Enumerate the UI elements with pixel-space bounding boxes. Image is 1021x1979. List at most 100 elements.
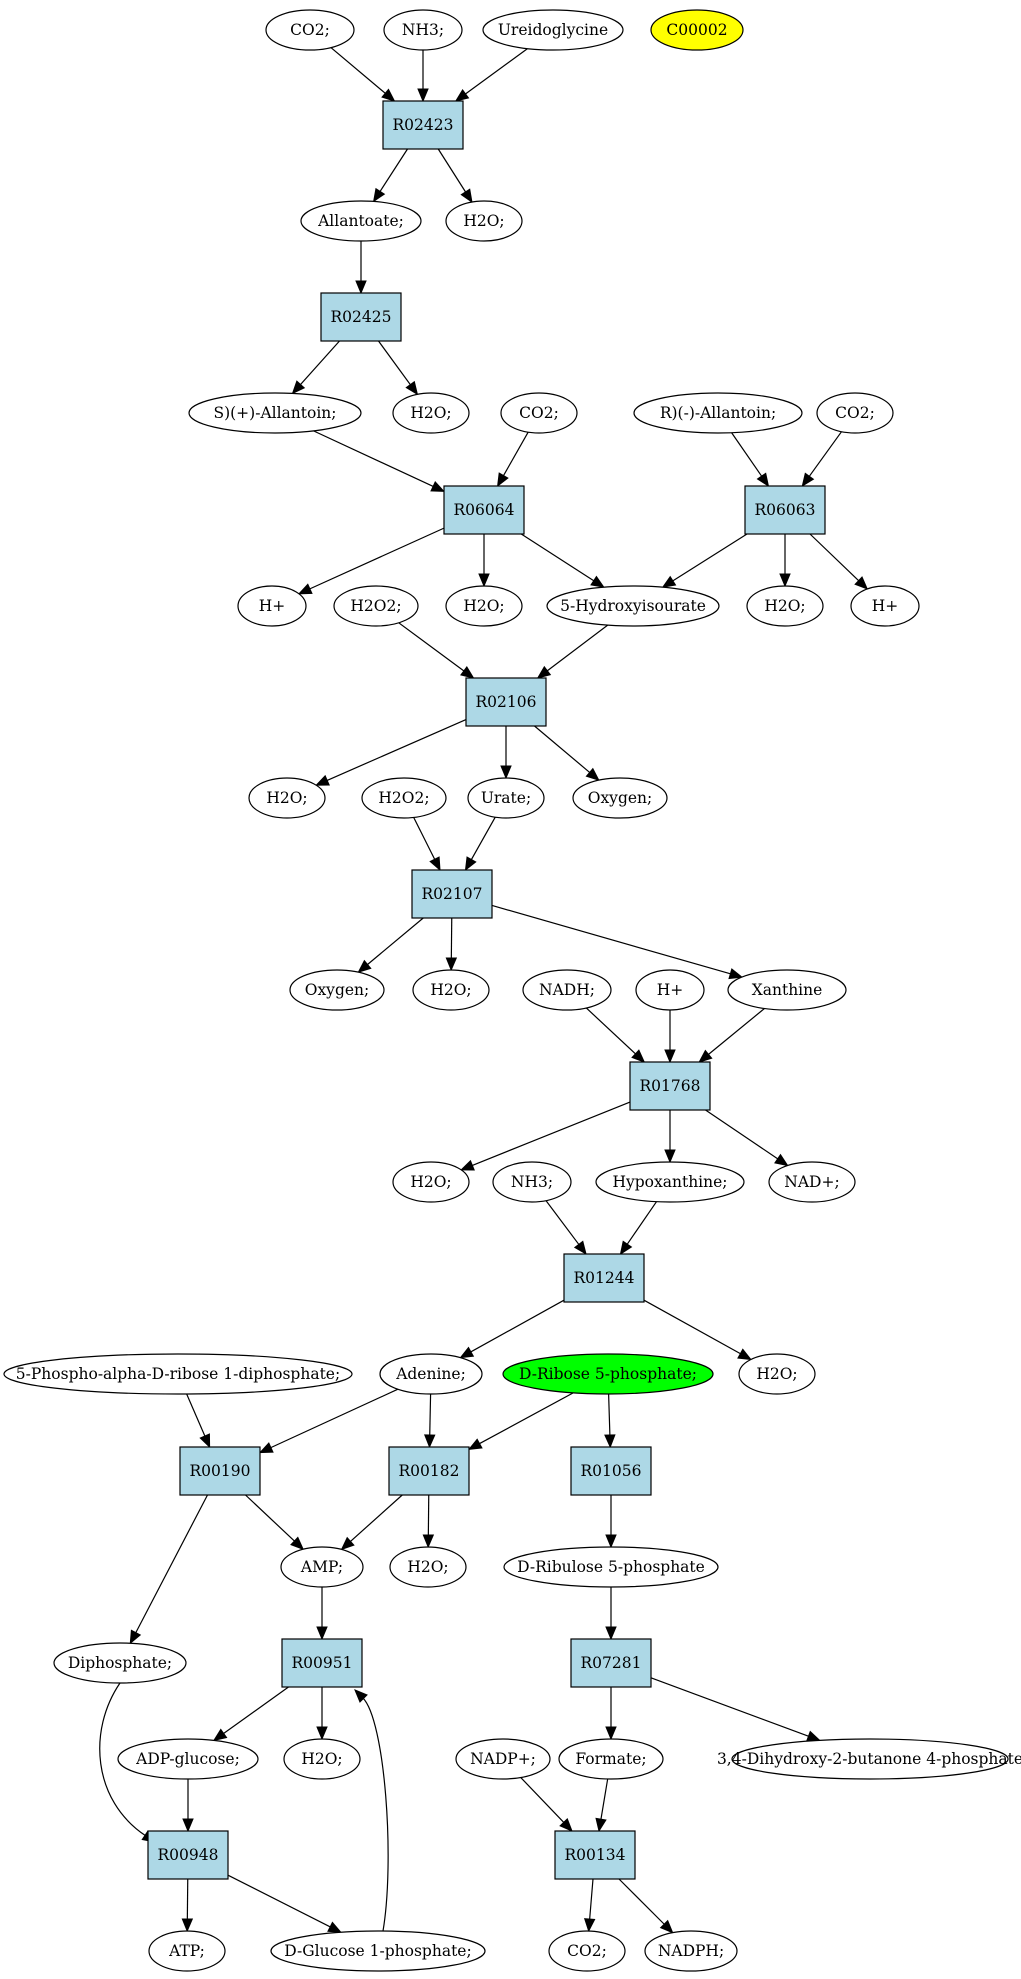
- compound-node-c_c00002[interactable]: C00002: [650, 9, 744, 51]
- reaction-node-r_R01056[interactable]: R01056: [570, 1446, 652, 1496]
- compound-ellipse: [455, 1738, 551, 1780]
- reaction-node-r_R01244[interactable]: R01244: [563, 1253, 645, 1303]
- edge-arrowhead: [659, 1919, 674, 1934]
- compound-node-c_nh3_2[interactable]: NH3;: [492, 1161, 572, 1203]
- edge-r_R02425-to-c_h2o_2: [378, 340, 419, 396]
- reaction-node-r_R00948[interactable]: R00948: [147, 1830, 229, 1880]
- compound-node-c_h2o_9[interactable]: H2O;: [389, 1546, 467, 1588]
- edge-c_nh3_2-to-r_R01244: [545, 1200, 587, 1256]
- compound-node-c_r_allantoin[interactable]: R)(-)-Allantoin;: [633, 392, 803, 434]
- compound-node-c_nadh[interactable]: NADH;: [522, 969, 612, 1011]
- compound-node-c_h2o_6[interactable]: H2O;: [412, 969, 490, 1011]
- edge-arrowhead: [467, 1438, 483, 1450]
- edge-line: [413, 817, 436, 861]
- compound-node-c_dhbp[interactable]: 3,4-Dihydroxy-2-butanone 4-phosphate: [717, 1738, 1021, 1780]
- edge-r_R01768-to-c_nadplus: [705, 1109, 789, 1167]
- edge-r_R02107-to-c_xanthine: [491, 904, 744, 980]
- edge-arrowhead: [327, 1921, 343, 1933]
- node-label: R02106: [476, 693, 537, 711]
- compound-node-c_prpp[interactable]: 5-Phospho-alpha-D-ribose 1-diphosphate;: [3, 1353, 353, 1395]
- compound-node-c_h2o_3[interactable]: H2O;: [445, 585, 523, 627]
- compound-ellipse: [445, 200, 523, 242]
- edge-c_g1p-to-r_R00951: [354, 1689, 389, 1932]
- edge-arrowhead: [661, 575, 677, 588]
- node-label: Oxygen;: [588, 789, 653, 807]
- compound-node-c_adenine[interactable]: Adenine;: [379, 1353, 483, 1395]
- edge-line: [464, 48, 528, 95]
- edge-line: [705, 1109, 779, 1160]
- compound-node-c_nadpplus[interactable]: NADP+;: [455, 1738, 551, 1780]
- node-label: ADP-glucose;: [135, 1750, 240, 1768]
- reaction-node-r_R02107[interactable]: R02107: [411, 869, 493, 919]
- compound-node-c_h2o_8[interactable]: H2O;: [738, 1353, 816, 1395]
- compound-node-c_h2o_2[interactable]: H2O;: [392, 392, 470, 434]
- edge-c_r_allantoin-to-r_R06063: [731, 432, 770, 488]
- compound-node-c_nadplus[interactable]: NAD+;: [768, 1161, 856, 1203]
- compound-node-c_oxygen_2[interactable]: Oxygen;: [289, 969, 385, 1011]
- reaction-node-r_R01768[interactable]: R01768: [629, 1061, 711, 1111]
- compound-node-c_formate[interactable]: Formate;: [558, 1738, 664, 1780]
- compound-node-c_co2_2[interactable]: CO2;: [500, 392, 578, 434]
- compound-node-c_hplus_2[interactable]: H+: [850, 585, 920, 627]
- compound-node-c_co2_4[interactable]: CO2;: [548, 1930, 626, 1972]
- compound-node-c_co2_1[interactable]: CO2;: [265, 9, 355, 51]
- reaction-node-r_R00951[interactable]: R00951: [281, 1638, 363, 1688]
- reaction-node-r_R06063[interactable]: R06063: [744, 485, 826, 535]
- node-label: 5-Hydroxyisourate: [560, 597, 706, 615]
- edge-r_R00948-to-c_atp: [181, 1878, 194, 1933]
- compound-node-c_s_allantoin[interactable]: S)(+)-Allantoin;: [188, 392, 362, 434]
- compound-node-c_nadph[interactable]: NADPH;: [644, 1930, 738, 1972]
- compound-node-c_h2o_1[interactable]: H2O;: [445, 200, 523, 242]
- compound-ellipse: [746, 585, 824, 627]
- compound-node-c_atp[interactable]: ATP;: [148, 1930, 226, 1972]
- compound-node-c_5hiu[interactable]: 5-Hydroxyisourate: [546, 585, 720, 627]
- node-label: R00951: [292, 1654, 353, 1672]
- compound-node-c_h2o2_1[interactable]: H2O2;: [333, 585, 419, 627]
- compound-node-c_xanthine[interactable]: Xanthine: [727, 969, 847, 1011]
- reaction-node-r_R02423[interactable]: R02423: [382, 100, 464, 150]
- node-label: Diphosphate;: [68, 1654, 172, 1672]
- compound-node-c_r5p[interactable]: D-Ribose 5-phosphate;: [502, 1353, 714, 1395]
- compound-node-c_h2o_7[interactable]: H2O;: [392, 1161, 470, 1203]
- compound-node-c_allantoate[interactable]: Allantoate;: [300, 200, 422, 242]
- reaction-node-r_R02425[interactable]: R02425: [320, 292, 402, 342]
- compound-node-c_co2_3[interactable]: CO2;: [816, 392, 894, 434]
- compound-node-c_h2o2_2[interactable]: H2O2;: [361, 777, 447, 819]
- compound-node-c_ureidoglycine[interactable]: Ureidoglycine: [482, 9, 624, 51]
- compound-node-c_h2o_5[interactable]: H2O;: [248, 777, 326, 819]
- compound-ellipse: [3, 1353, 353, 1395]
- edge-r_R01244-to-c_h2o_8: [643, 1299, 752, 1361]
- edge-c_co2_1-to-r_R02423: [330, 47, 396, 102]
- compound-ellipse: [148, 1930, 226, 1972]
- reaction-node-r_R06064[interactable]: R06064: [443, 485, 525, 535]
- reaction-node-r_R00134[interactable]: R00134: [554, 1830, 636, 1880]
- compound-node-c_adpglucose[interactable]: ADP-glucose;: [117, 1738, 259, 1780]
- compound-node-c_g1p[interactable]: D-Glucose 1-phosphate;: [270, 1930, 486, 1972]
- compound-ellipse: [389, 1546, 467, 1588]
- compound-node-c_hplus_3[interactable]: H+: [635, 969, 705, 1011]
- edge-r_R06064-to-c_h2o_3: [478, 534, 490, 588]
- compound-node-c_amp[interactable]: AMP;: [280, 1546, 364, 1588]
- compound-node-c_diphosphate[interactable]: Diphosphate;: [53, 1642, 187, 1684]
- edge-line: [313, 430, 435, 488]
- edge-arrowhead: [459, 1346, 475, 1359]
- compound-node-c_h2o_4[interactable]: H2O;: [746, 585, 824, 627]
- reaction-node-r_R02106[interactable]: R02106: [465, 677, 547, 727]
- node-label: Xanthine: [752, 981, 823, 999]
- edge-r_R07281-to-c_dhbp: [650, 1677, 821, 1742]
- edge-r_R06064-to-c_hplus_1: [297, 527, 445, 595]
- edge-arrowhead: [291, 380, 306, 395]
- compound-node-c_ru5p[interactable]: D-Ribulose 5-phosphate: [503, 1546, 719, 1588]
- compound-node-c_h2o_10[interactable]: H2O;: [283, 1738, 361, 1780]
- compound-node-c_oxygen_1[interactable]: Oxygen;: [572, 777, 668, 819]
- compound-node-c_hypoxanthine[interactable]: Hypoxanthine;: [595, 1161, 745, 1203]
- reaction-node-r_R00182[interactable]: R00182: [388, 1446, 470, 1496]
- compound-node-c_hplus_1[interactable]: H+: [237, 585, 307, 627]
- edge-line: [471, 1101, 631, 1167]
- compound-node-c_nh3_1[interactable]: NH3;: [383, 9, 463, 51]
- reaction-node-r_R07281[interactable]: R07281: [570, 1638, 652, 1688]
- compound-ellipse: [500, 392, 578, 434]
- reaction-node-r_R00190[interactable]: R00190: [179, 1446, 261, 1496]
- edge-line: [470, 816, 496, 861]
- compound-node-c_urate[interactable]: Urate;: [467, 777, 545, 819]
